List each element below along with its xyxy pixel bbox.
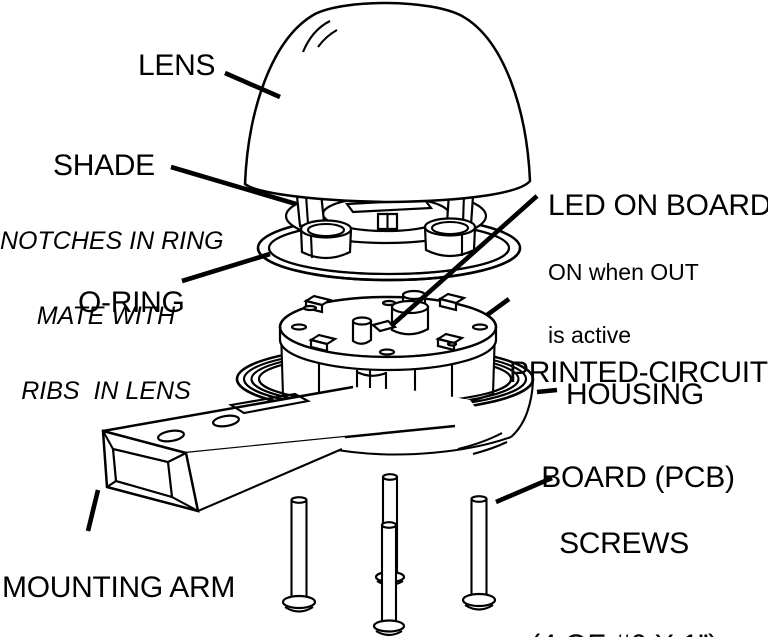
led-title: LED ON BOARD (548, 189, 768, 222)
oring-label: O-RING (78, 286, 185, 319)
lens-leader-line (224, 70, 281, 100)
shade-leader-line (170, 164, 297, 207)
shade-note-line: MATE WITH (36, 302, 176, 330)
shade-label: SHADE (53, 149, 155, 182)
mounting-arm-drawing (101, 385, 480, 513)
pcb-leader-line (485, 297, 511, 317)
mounting-arm-title: MOUNTING ARM (2, 571, 236, 604)
shade-note: NOTCHES IN RING MATE WITH RIBS IN LENS (0, 179, 224, 454)
led-component (370, 319, 398, 333)
pcb-drawing (278, 289, 498, 372)
housing-label: HOUSING (566, 378, 704, 411)
screws-label: SCREWS (4 OF #6 X 1”) (527, 459, 721, 637)
pcb-label-line: PRINTED-CIRCUIT (509, 356, 768, 389)
oring-front-arc-inner (267, 247, 511, 276)
mounting-arm-label: MOUNTING ARM CUT OFF FOR CONDUIT-MOUNT (2, 535, 236, 637)
screws-title: SCREWS (559, 527, 689, 560)
led-label: LED ON BOARD ON when OUT is active (548, 153, 768, 385)
screws-note: (4 OF #6 X 1”) (527, 629, 721, 637)
shade-drawing (284, 187, 488, 260)
oring-front-arc (256, 247, 522, 282)
shade-note-line: NOTCHES IN RING (0, 227, 224, 255)
lens-drawing (243, 1, 532, 204)
leader-lines (85, 70, 558, 532)
led-note-line: is active (548, 322, 632, 348)
led-leader-line (389, 194, 539, 328)
pcb-label: PRINTED-CIRCUIT BOARD (PCB) (509, 285, 768, 565)
lens-highlight (317, 29, 338, 48)
shade-note-line: RIBS IN LENS (21, 377, 191, 405)
housing-leader-line (536, 387, 558, 395)
led-note-line: ON when OUT (548, 259, 699, 285)
lens-highlight (302, 20, 331, 53)
lens-label: LENS (138, 49, 216, 82)
mounting-arm-leader-line (85, 489, 101, 532)
screws-drawing (281, 473, 497, 637)
screws-leader-line (495, 475, 553, 505)
pcb-label-line: BOARD (PCB) (541, 461, 735, 494)
oring-leader-line (181, 251, 271, 284)
